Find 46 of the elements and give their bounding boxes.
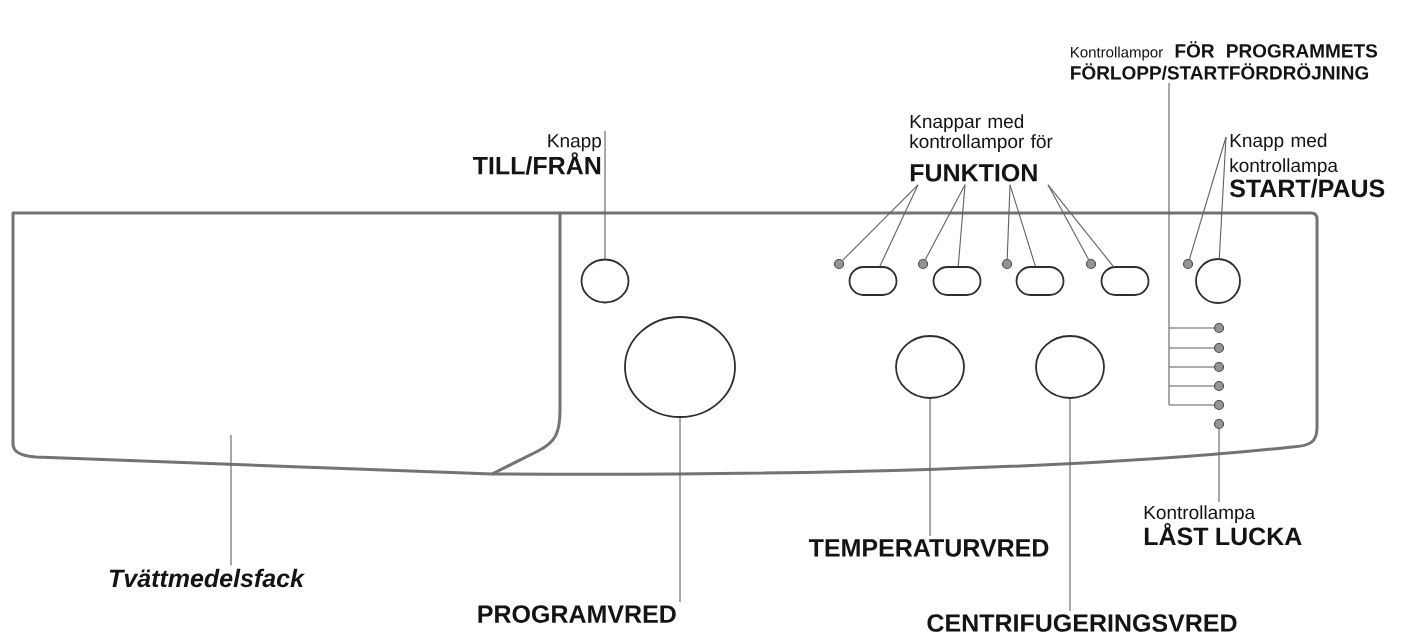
callout-label: Knapp TILL/FRÅN <box>472 134 601 175</box>
part-label: CENTRIFUGERINGSVRED <box>927 614 1237 632</box>
leader-line <box>1168 82 1215 406</box>
leader-line <box>679 417 681 603</box>
indicator-lamp <box>1085 258 1097 270</box>
leader-line <box>1069 398 1071 612</box>
leader-line <box>929 398 931 537</box>
indicator-lamp <box>1001 258 1013 270</box>
part-label: PROGRAMVRED <box>478 605 676 623</box>
function-button <box>1100 266 1150 296</box>
function-button <box>1015 266 1065 296</box>
spin-knob <box>1035 335 1105 399</box>
indicator-lamp <box>1213 342 1225 354</box>
callout-label: Kontrollampor FÖR PROGRAMMETS FÖRLOPP/STARTFÖRDRÖJNING <box>1071 41 1378 80</box>
leader-line <box>1006 184 1011 260</box>
part-label: Tvättmedelsfack <box>109 568 305 588</box>
leader-line <box>1009 184 1036 267</box>
temperature-knob <box>895 335 965 399</box>
leader-line <box>842 184 919 261</box>
leader-line <box>1218 428 1220 503</box>
indicator-lamp <box>1213 361 1225 373</box>
detergent-drawer <box>11 211 562 476</box>
indicator-lamp <box>1213 322 1225 334</box>
leader-line <box>604 130 606 260</box>
power-button <box>580 258 630 304</box>
indicator-lamp <box>833 258 845 270</box>
callout-label: Knapp med kontrollampa START/PAUS <box>1229 133 1385 198</box>
indicator-lamp <box>1213 399 1225 411</box>
start-button <box>1195 258 1241 304</box>
indicator-lamp <box>1182 258 1194 270</box>
callout-label: Kontrollampa LÅST LUCKA <box>1144 505 1302 546</box>
function-button <box>848 266 898 296</box>
indicator-lamp <box>1213 380 1225 392</box>
callout-label: Knappar med kontrollampor för FUNKTION <box>910 114 1053 182</box>
function-button <box>932 266 982 296</box>
leader-line <box>1218 136 1227 259</box>
program-knob <box>624 316 736 418</box>
leader-line <box>1047 184 1114 267</box>
leader-line <box>1047 184 1090 261</box>
leader-line <box>230 434 232 567</box>
indicator-lamp <box>917 258 929 270</box>
indicator-lamp <box>1213 418 1225 430</box>
leader-line <box>879 184 919 267</box>
leader-line <box>924 184 966 261</box>
part-label: TEMPERATURVRED <box>808 539 1049 557</box>
leader-line <box>957 184 966 267</box>
